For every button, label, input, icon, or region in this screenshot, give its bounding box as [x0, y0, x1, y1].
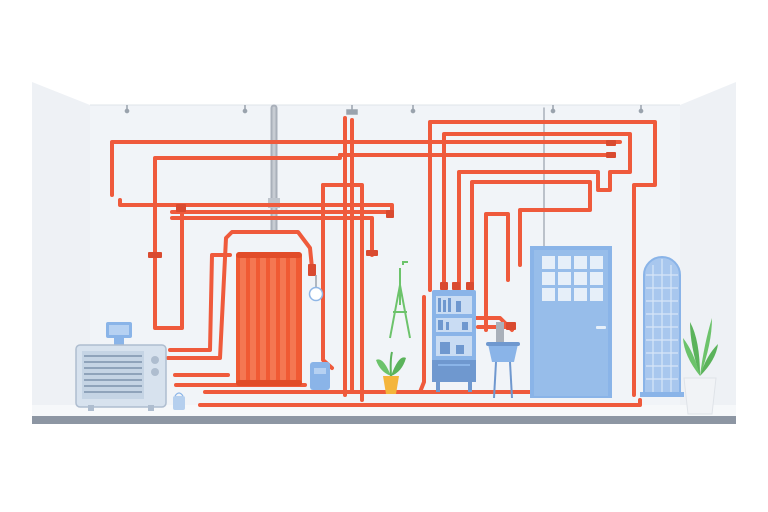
- plant-icon: [376, 351, 406, 394]
- boiler-unit-icon: [75, 322, 167, 411]
- left-wall: [32, 82, 90, 418]
- door-icon: [530, 246, 612, 398]
- radiator-icon: [236, 252, 302, 386]
- right-wall: [680, 82, 736, 418]
- ceiling-hooks: [124, 105, 644, 115]
- pressure-gauge-icon: [308, 275, 324, 302]
- floor-base: [32, 405, 736, 418]
- basin-icon: [486, 322, 520, 399]
- arched-window-icon: [640, 256, 684, 397]
- small-bucket-icon: [173, 392, 185, 410]
- pipe-fittings: [148, 140, 616, 330]
- water-tank-icon: [310, 362, 330, 390]
- shower-head-icon: [389, 261, 411, 339]
- floor-edge: [32, 416, 736, 424]
- bookshelf-icon: [432, 290, 476, 392]
- gray-pipes: [268, 104, 545, 251]
- large-plant-icon: [683, 318, 718, 415]
